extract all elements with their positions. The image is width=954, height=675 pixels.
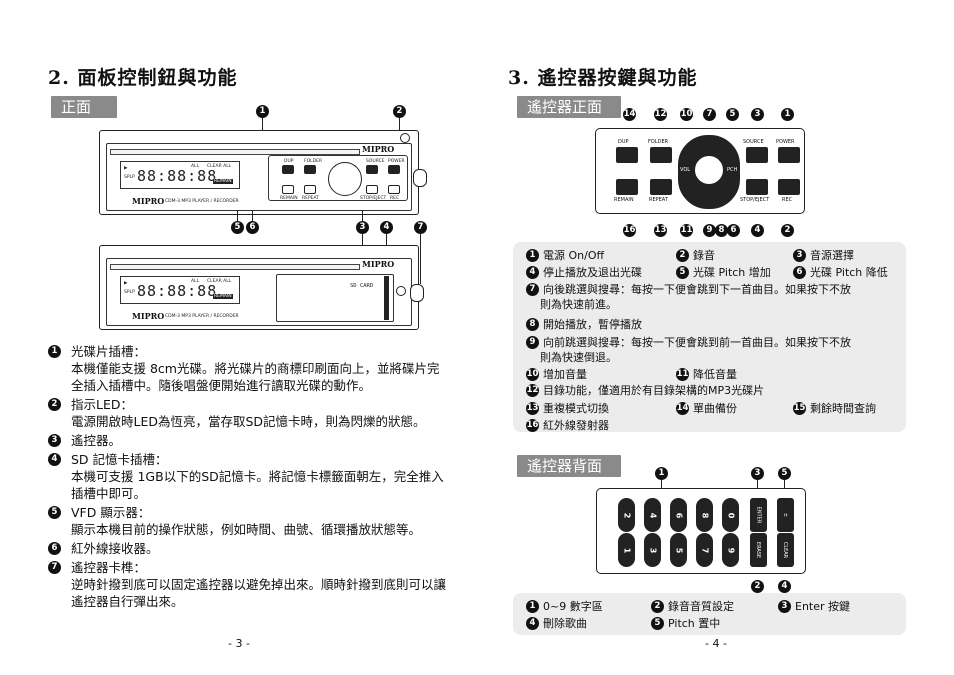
enter-button[interactable]: ENTER <box>750 498 767 532</box>
play-pause-button[interactable] <box>694 155 724 185</box>
repeat-button[interactable] <box>304 185 316 194</box>
device-front: ▶ SPLP 88:88:88 ALL CLEAR ALL REMAIN MIP… <box>99 130 427 215</box>
remote-back: 2 4 6 8 0 1 3 5 7 9 ENTER ± ERASE CLEAR <box>596 488 806 574</box>
callout-6: 6 <box>246 221 259 234</box>
folder-button[interactable] <box>650 147 672 163</box>
page-number-right: - 4 - <box>705 637 727 650</box>
left-heading: 2. 面板控制鈕與功能 <box>48 67 238 89</box>
rec-button[interactable] <box>778 179 800 195</box>
pitch-center-button[interactable]: ± <box>777 498 794 532</box>
callout-7: 7 <box>414 221 427 234</box>
sd-card-slot[interactable] <box>384 276 389 320</box>
stop-eject-button[interactable] <box>746 179 768 195</box>
tag-front: 正面 <box>51 96 117 118</box>
callout-2: 2 <box>393 105 406 118</box>
tag-remote-front: 遙控器正面 <box>517 96 621 118</box>
page-number-left: - 3 - <box>228 637 250 650</box>
remain-button[interactable] <box>616 179 638 195</box>
remote-front: DUP FOLDER SOURCE POWER VOL PCH REMAIN R… <box>595 128 805 214</box>
folder-button[interactable] <box>304 165 316 174</box>
power-button[interactable] <box>388 165 400 174</box>
dup-button[interactable] <box>282 165 294 174</box>
callout-1: 1 <box>256 105 269 118</box>
brand-logo: MIPRO <box>132 196 165 206</box>
rec-button[interactable] <box>388 185 400 194</box>
repeat-button[interactable] <box>650 179 672 195</box>
display-digits: 88:88:88 <box>137 167 218 185</box>
jog-dial[interactable] <box>328 162 362 196</box>
vfd-display: ▶ SPLP 88:88:88 ALL CLEAR ALL REMAIN <box>120 161 240 189</box>
front-legend-box <box>513 242 906 432</box>
callout-5: 5 <box>231 221 244 234</box>
remote-latch[interactable] <box>413 169 427 187</box>
device-front-open: ▶ SPLP 88:88:88 ALL CLEAR ALL REMAIN MIP… <box>99 245 424 330</box>
back-legend-box <box>513 593 906 635</box>
source-button[interactable] <box>746 147 768 163</box>
tag-remote-back: 遙控器背面 <box>517 455 621 477</box>
disc-slot <box>110 149 360 155</box>
erase-button[interactable]: ERASE <box>750 533 767 567</box>
remain-button[interactable] <box>282 185 294 194</box>
power-button[interactable] <box>778 147 800 163</box>
clear-button[interactable]: CLEAR <box>777 533 794 567</box>
stop-eject-button[interactable] <box>366 185 378 194</box>
callout-3: 3 <box>356 221 369 234</box>
source-button[interactable] <box>366 165 378 174</box>
remote-bay <box>276 274 394 322</box>
callout-4: 4 <box>380 221 393 234</box>
sd-card-label: SD CARD <box>350 283 374 289</box>
vfd-display-2: ▶ SPLP 88:88:88 ALL CLEAR ALL REMAIN <box>120 276 240 304</box>
led-indicator <box>400 133 410 143</box>
dup-button[interactable] <box>616 147 638 163</box>
right-heading: 3. 遙控器按鍵與功能 <box>508 67 698 89</box>
